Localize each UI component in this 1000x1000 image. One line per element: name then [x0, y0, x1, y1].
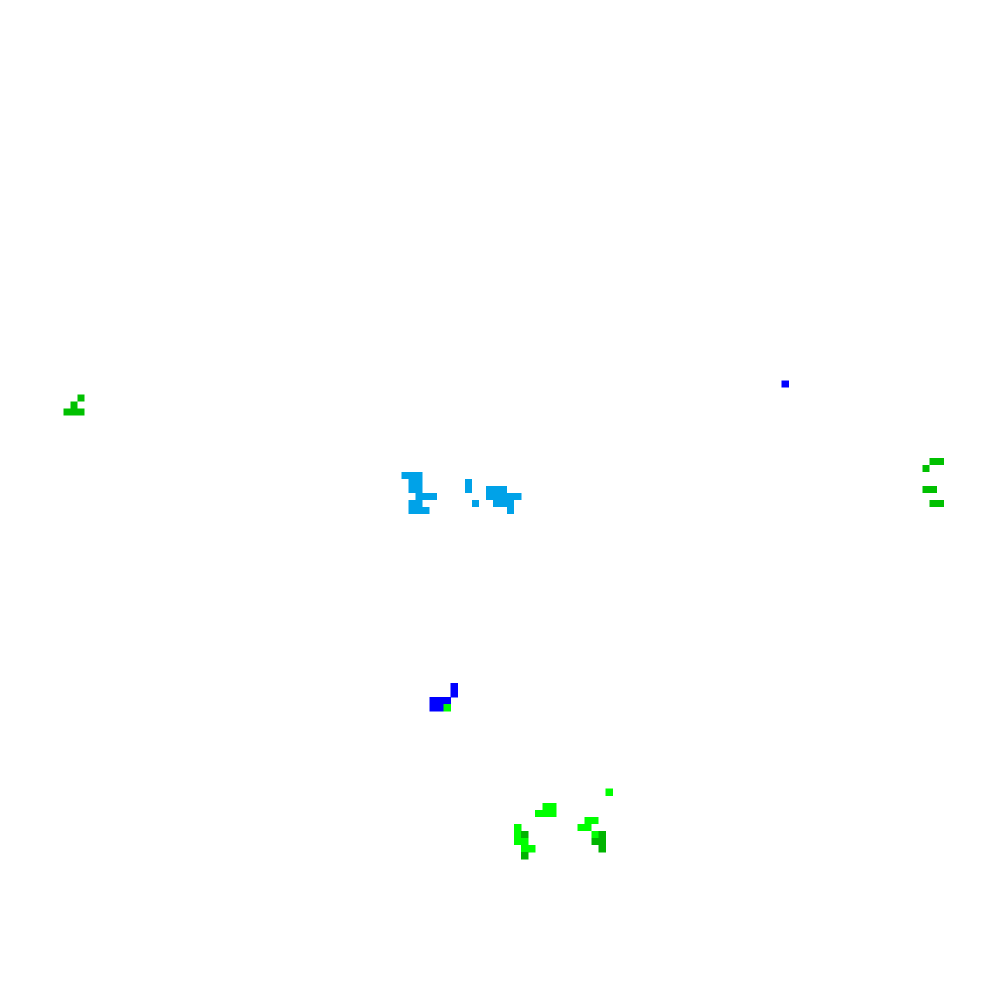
board-cell	[408, 500, 416, 508]
board-cell	[443, 704, 451, 712]
board-cell	[929, 500, 937, 508]
board-cell	[535, 809, 543, 818]
board-cell	[507, 507, 515, 515]
board-cell	[77, 394, 85, 402]
board-cell	[408, 485, 416, 494]
bright-green-cluster-bottom	[514, 788, 613, 853]
board-cell	[443, 697, 451, 705]
board-cell	[70, 408, 78, 416]
board-cell	[492, 485, 501, 494]
board-cell	[528, 845, 536, 853]
board-cell	[63, 408, 71, 416]
board-cell	[781, 380, 789, 388]
board-cell	[464, 478, 472, 487]
board-cell	[77, 408, 85, 416]
board-cell	[429, 492, 437, 501]
board-cell	[584, 816, 592, 825]
board-cell	[485, 492, 494, 501]
board-cell	[422, 507, 430, 515]
board-cell	[549, 802, 557, 811]
blue-cluster-center	[429, 683, 458, 712]
green-cluster-left-edge	[63, 394, 85, 416]
board-cell	[450, 683, 458, 691]
green-cluster-right-edge	[922, 457, 944, 508]
board-cell	[542, 802, 550, 811]
board-cell	[500, 500, 508, 508]
board-cell	[521, 852, 529, 860]
board-cell	[598, 838, 606, 846]
board-cell	[521, 830, 529, 839]
board-cell	[429, 697, 437, 705]
board-cell	[492, 500, 501, 508]
board-cell	[591, 816, 599, 825]
board-cell	[492, 492, 501, 501]
board-cell	[922, 485, 930, 494]
board-cell	[598, 830, 606, 839]
board-cell	[591, 830, 599, 839]
board-cell	[415, 507, 423, 515]
board-cell	[500, 492, 508, 501]
board-cell	[429, 704, 437, 712]
board-cell	[514, 823, 522, 832]
board-cell	[929, 457, 937, 465]
board-cell	[436, 704, 444, 712]
board-cell	[521, 838, 529, 846]
board-cell	[598, 845, 606, 853]
board-cell	[507, 500, 515, 508]
board-cell	[415, 492, 423, 501]
board-cell	[415, 471, 423, 480]
board-cell	[514, 830, 522, 839]
board-cell	[514, 492, 522, 501]
board-cell	[591, 838, 599, 846]
board-cell	[936, 500, 944, 508]
board-cell	[408, 478, 416, 487]
blue-dot-top-right	[781, 380, 789, 388]
board-cell	[415, 485, 423, 494]
board-cell	[401, 471, 409, 480]
board-cell	[549, 809, 557, 818]
board-cell	[471, 500, 480, 508]
board-cell	[605, 788, 613, 796]
board-cell	[514, 838, 522, 846]
board-cell	[929, 485, 937, 494]
board-cell	[70, 401, 78, 409]
cyan-cluster-right	[464, 478, 522, 515]
board-cell	[415, 500, 423, 508]
board-cell	[464, 485, 472, 494]
emerald-cluster-bottom	[521, 830, 606, 860]
board-cell	[922, 464, 930, 472]
board-cell	[450, 690, 458, 698]
board-cell	[415, 478, 423, 487]
board-cell	[500, 485, 508, 494]
board-cell	[408, 507, 416, 515]
board-cell	[542, 809, 550, 818]
green-cell-center	[443, 704, 451, 712]
board-cell	[436, 697, 444, 705]
board-cell	[577, 823, 585, 832]
cell-layer	[63, 380, 944, 860]
board-cell	[936, 457, 944, 465]
board-cell	[584, 823, 592, 832]
board-cell	[507, 492, 515, 501]
board-cell	[422, 492, 430, 501]
board-cell	[521, 845, 529, 853]
board-cell	[408, 471, 416, 480]
board-cell	[485, 485, 494, 494]
cyan-cluster-left	[401, 471, 437, 515]
